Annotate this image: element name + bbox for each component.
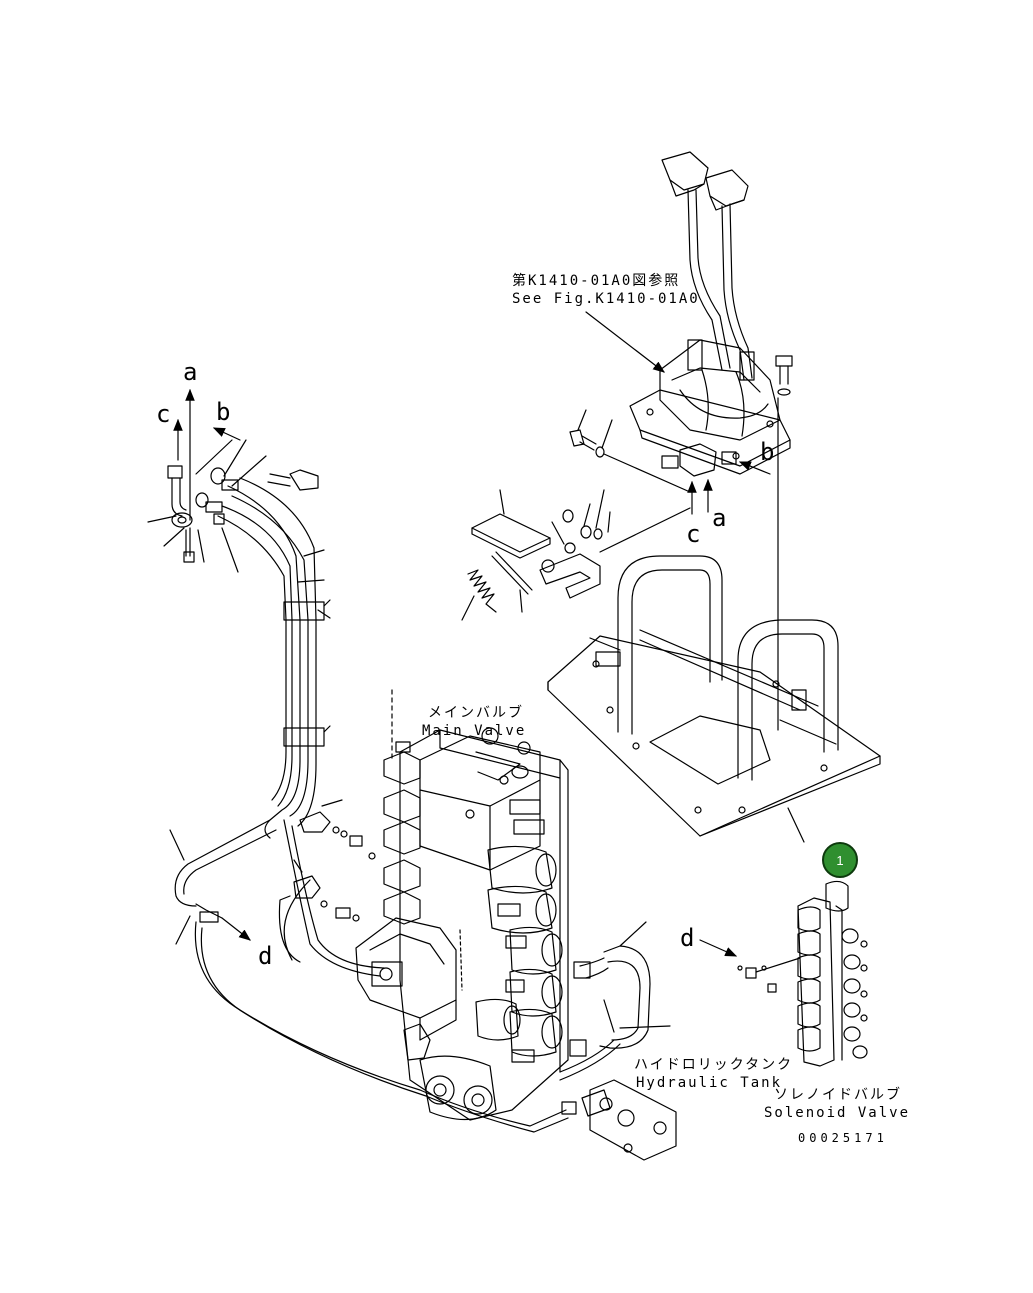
hose-assembly-left (148, 388, 576, 1132)
solenoid-valve-label-en: Solenoid Valve (764, 1105, 911, 1121)
main-valve (356, 690, 568, 1120)
guard-frame-left (618, 556, 722, 732)
main-valve-label-en: Main Valve (422, 723, 527, 739)
bolt (776, 356, 792, 366)
arrow-letter-d-right: d (680, 924, 695, 952)
arrow-letter-a-left: a (183, 358, 198, 386)
bracket-parts (462, 410, 690, 620)
spool-caps (384, 742, 420, 924)
arrow-letter-c-left: c (156, 400, 171, 428)
lever-shaft-right (722, 206, 744, 380)
bracket-plate (472, 514, 550, 552)
arrow-letter-b-left: b (216, 398, 231, 426)
solenoid-coils (798, 907, 867, 1058)
tank-fitting (560, 922, 676, 1160)
hydraulic-tank-label-jp: ハイドロリックタンク (634, 1057, 794, 1073)
lever-grip-left (662, 152, 708, 190)
solenoid-valve-label-jp: ソレノイドバルブ (774, 1087, 902, 1103)
drawing-number: 00025171 (798, 1131, 888, 1145)
callout-badge-1[interactable]: 1 (822, 842, 858, 878)
hydraulic-tank-label-en: Hydraulic Tank (636, 1075, 783, 1091)
solenoid-valve (700, 881, 867, 1066)
tank-flange (590, 1080, 676, 1160)
control-lever-assembly (630, 152, 792, 476)
lever-housing (660, 340, 780, 440)
reference-label-en: See Fig.K1410-01A0 (512, 291, 700, 307)
arrow-letter-b-right: b (760, 438, 775, 466)
right-spools (476, 766, 562, 1062)
spring (468, 570, 496, 612)
arrow-letter-d-left: d (258, 942, 273, 970)
main-valve-label-jp: メインバルブ (428, 705, 524, 721)
arrow-letter-c-right: c (686, 520, 701, 548)
guard-frame-right (738, 620, 838, 778)
floor-plate (548, 556, 880, 836)
arrow-letter-a-right: a (712, 504, 727, 532)
lever-shaft-left (688, 190, 722, 370)
reference-label-jp: 第K1410-01A0図参照 (512, 273, 681, 289)
